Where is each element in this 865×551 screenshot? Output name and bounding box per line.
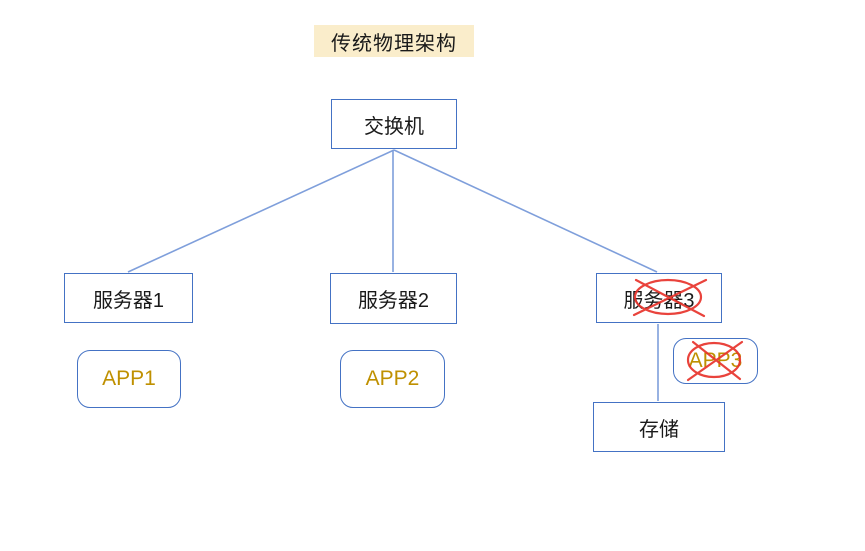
server2-node: 服务器2 bbox=[330, 273, 457, 324]
app3-node: APP3 bbox=[673, 338, 758, 384]
connector-switch-server1 bbox=[127, 149, 395, 273]
connector-switch-server3 bbox=[393, 149, 658, 273]
server3-node: 服务器3 bbox=[596, 273, 722, 323]
switch-node: 交换机 bbox=[331, 99, 457, 149]
diagram-title: 传统物理架构 bbox=[314, 25, 474, 57]
app1-node: APP1 bbox=[77, 350, 181, 408]
app2-node: APP2 bbox=[340, 350, 445, 408]
server1-node: 服务器1 bbox=[64, 273, 193, 323]
storage-node: 存储 bbox=[593, 402, 725, 452]
